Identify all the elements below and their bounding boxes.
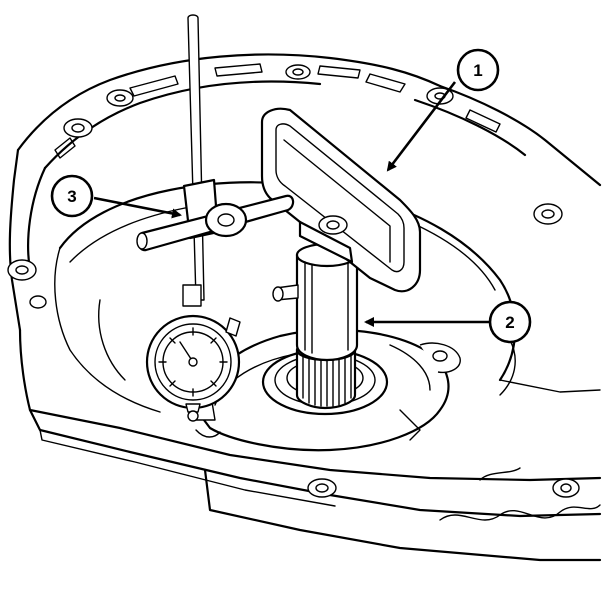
callout-3-label: 3 bbox=[67, 187, 76, 206]
callout-3: 3 bbox=[50, 174, 182, 219]
callout-3-circle bbox=[50, 174, 94, 218]
dial-indicator-assembly bbox=[136, 14, 295, 422]
callout-2: 2 bbox=[364, 300, 532, 344]
callout-1-circle bbox=[456, 48, 500, 92]
callout-1-label: 1 bbox=[473, 61, 482, 80]
transmission-housing bbox=[7, 53, 602, 562]
special-tool bbox=[260, 107, 422, 362]
callout-1: 1 bbox=[386, 48, 500, 172]
callout-2-circle bbox=[488, 300, 532, 344]
callout-2-label: 2 bbox=[505, 313, 514, 332]
